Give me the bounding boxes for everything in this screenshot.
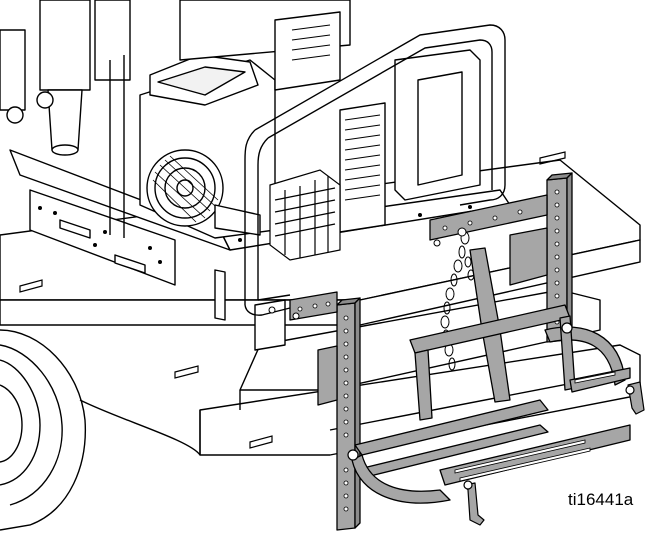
battery-guard bbox=[269, 169, 341, 261]
control-box bbox=[179, 0, 481, 233]
front-post-holes bbox=[297, 301, 349, 512]
wheel bbox=[0, 329, 201, 531]
holder-tray bbox=[351, 304, 631, 504]
bolts bbox=[268, 227, 467, 320]
figure-id-label: ti16441a bbox=[568, 490, 634, 509]
engine bbox=[139, 54, 276, 239]
control-box-vents bbox=[291, 24, 381, 201]
roll-cage bbox=[109, 24, 506, 316]
tray-slots bbox=[454, 371, 616, 482]
clamp-handles bbox=[347, 322, 645, 526]
pump-assembly bbox=[0, 0, 131, 156]
deck-slots bbox=[19, 151, 566, 449]
engine-fan-fins bbox=[152, 155, 219, 223]
frame-rivets bbox=[38, 205, 472, 264]
